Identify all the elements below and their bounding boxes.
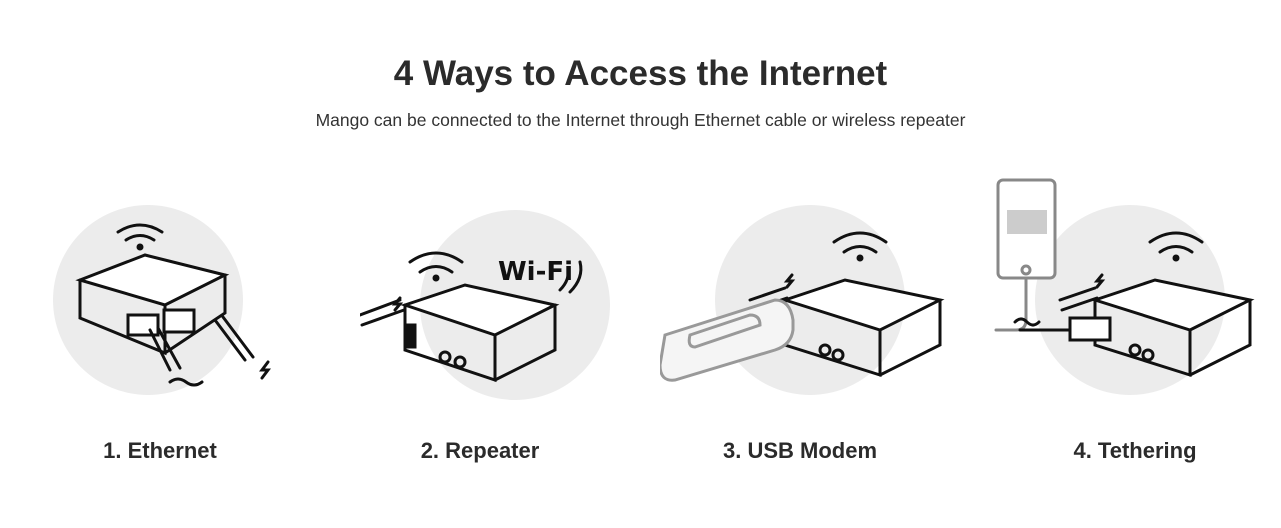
router-tethering-icon <box>994 178 1255 395</box>
page-subtitle: Mango can be connected to the Internet t… <box>315 110 966 130</box>
method-label: 1. Ethernet <box>103 438 217 463</box>
router-usb-modem-icon <box>660 205 945 395</box>
page-title: 4 Ways to Access the Internet <box>393 54 888 93</box>
method-label: 4. Tethering <box>1073 438 1197 463</box>
router-ethernet-icon <box>53 205 271 395</box>
wifi-badge: Wi-Fi <box>498 257 573 287</box>
method-label: 2. Repeater <box>420 438 540 463</box>
method-label: 3. USB Modem <box>722 438 878 463</box>
method-ethernet: 1. Ethernet <box>40 170 360 470</box>
method-repeater: Wi-Fi 2. Repeater <box>360 170 680 470</box>
method-tethering: 4. Tethering <box>990 170 1281 470</box>
method-usb-modem: 3. USB Modem <box>660 170 980 470</box>
router-repeater-icon: Wi-Fi <box>360 210 610 400</box>
